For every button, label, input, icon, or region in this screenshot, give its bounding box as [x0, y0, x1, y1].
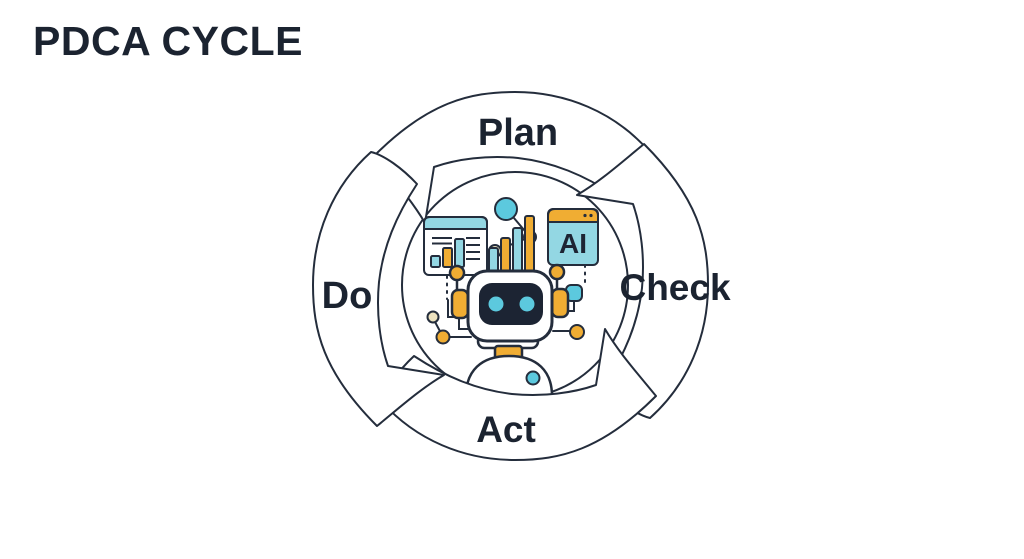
robot-eye-right [519, 296, 535, 312]
step-label-plan: Plan [478, 112, 558, 154]
robot-icon [448, 263, 570, 343]
analytics-text-lines-left [432, 237, 452, 245]
robot-antenna-right [548, 263, 566, 281]
node-dot-cream-left [426, 310, 440, 324]
robot-antenna-left [448, 264, 466, 282]
bar-1 [488, 247, 499, 273]
ai-window-header-dot-1 [583, 213, 587, 218]
ai-window-label: AI [559, 228, 587, 259]
robot-chest-dot [525, 370, 541, 386]
page-title: PDCA CYCLE [33, 18, 303, 64]
node-dot-yellow-right [569, 324, 585, 340]
robot-face-panel [479, 283, 543, 325]
analytics-mini-bar-3 [454, 238, 465, 268]
bar-2 [500, 237, 511, 273]
circuit-traces [426, 264, 586, 345]
robot-ear-right [550, 287, 570, 319]
step-label-check: Check [619, 267, 730, 308]
ai-window-header [547, 208, 599, 223]
analytics-text-lines-right [466, 237, 480, 260]
bar-4 [524, 215, 535, 273]
node-graph-dot-teal [494, 197, 518, 221]
analytics-mini-bar-1 [430, 255, 441, 268]
robot-ear-left [450, 288, 470, 320]
bar-3 [512, 227, 523, 273]
step-label-act: Act [476, 409, 536, 450]
node-dot-yellow-left [435, 329, 451, 345]
robot-eye-left [488, 296, 504, 312]
analytics-window-icon [423, 216, 488, 276]
ai-window-icon: AI [547, 208, 599, 266]
ai-window-header-dot-2 [589, 213, 593, 218]
step-label-do: Do [322, 275, 373, 317]
analytics-mini-bar-2 [442, 247, 453, 268]
analytics-window-header [423, 216, 488, 230]
